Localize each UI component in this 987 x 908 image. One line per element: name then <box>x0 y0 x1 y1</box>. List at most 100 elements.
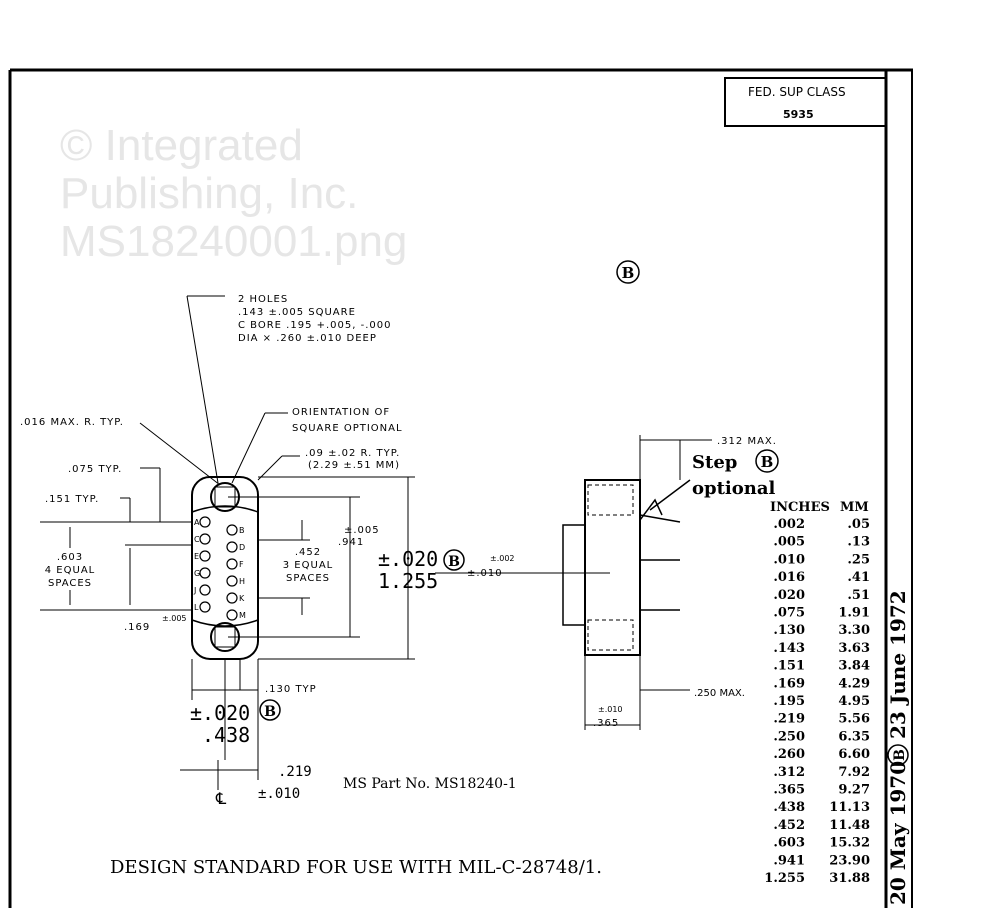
title-block-label: FED. SUP CLASS <box>748 85 846 99</box>
contact-cavity: M <box>226 609 246 621</box>
svg-text:.143 ±.005 SQUARE: .143 ±.005 SQUARE <box>238 307 356 318</box>
title-block-value: 5935 <box>783 108 814 121</box>
table-cell-mm: 3.63 <box>838 641 870 656</box>
svg-text:3 EQUAL: 3 EQUAL <box>283 560 333 571</box>
conversion-table: INCHES MM .002.05.005.13.010.25.016.41.0… <box>764 500 870 886</box>
svg-text:4 EQUAL: 4 EQUAL <box>45 565 95 576</box>
table-cell-mm: 6.60 <box>838 747 870 762</box>
svg-text:2 HOLES: 2 HOLES <box>238 294 288 305</box>
dim-941-tol: ±.005 <box>344 525 380 536</box>
table-cell-mm: .25 <box>847 552 870 567</box>
contact-label: F <box>239 560 244 569</box>
contact-label: L <box>194 603 199 612</box>
contact-cavity: L <box>194 601 211 613</box>
step-rev-mark: B <box>755 449 779 473</box>
step-label-1: Step <box>692 452 737 473</box>
contact-cavity: E <box>194 550 211 562</box>
dim-151: .151 TYP. <box>45 494 99 505</box>
contact-hole <box>226 592 238 604</box>
table-cell-mm: 23.90 <box>829 853 870 868</box>
contact-label: B <box>239 526 245 535</box>
contact-label: A <box>194 518 200 527</box>
table-cell-inches: .312 <box>773 765 805 780</box>
table-cell-inches: .151 <box>773 659 805 674</box>
table-cell-mm: 7.92 <box>838 765 870 780</box>
table-cell-inches: .169 <box>773 676 805 691</box>
table-cell-inches: 1.255 <box>764 871 805 886</box>
table-cell-inches: .452 <box>773 818 805 833</box>
dim-438-tol: ±.020 <box>190 701 250 725</box>
svg-text:B: B <box>448 554 460 570</box>
svg-text:.452: .452 <box>295 547 321 558</box>
dim-438-rev-mark: B <box>259 699 281 721</box>
table-cell-inches: .130 <box>773 623 805 638</box>
table-cell-mm: 9.27 <box>838 783 870 798</box>
contact-label: C <box>194 535 200 544</box>
connector-side-view <box>562 435 712 730</box>
dim-452: .452 3 EQUAL SPACES <box>283 547 333 584</box>
watermark-line: Publishing, Inc. <box>60 169 358 218</box>
contact-cavity: K <box>226 592 245 604</box>
contact-label: G <box>194 569 200 578</box>
connector-front-view <box>191 476 259 660</box>
dim-219: .219 <box>278 764 312 780</box>
contact-hole <box>226 524 238 536</box>
contact-hole <box>226 609 238 621</box>
table-cell-mm: 31.88 <box>829 871 870 886</box>
dim-365: .365 <box>593 718 619 729</box>
table-cell-inches: .603 <box>773 836 805 851</box>
dimension-lines <box>40 295 610 790</box>
dim-250: .250 MAX. <box>694 688 745 699</box>
dim-603: .603 4 EQUAL SPACES <box>45 552 95 589</box>
centerline-symbol: ℄ <box>215 789 227 808</box>
callout-radius-max: .016 MAX. R. TYP. <box>20 417 124 428</box>
dim-130: .130 TYP <box>265 684 317 695</box>
table-cell-mm: .41 <box>847 570 870 585</box>
table-header-mm: MM <box>840 500 869 515</box>
date-original: 20 May 1970 <box>886 761 910 905</box>
table-cell-inches: .260 <box>773 747 805 762</box>
contact-hole <box>199 584 211 596</box>
table-cell-inches: .016 <box>773 570 805 585</box>
contact-label: J <box>193 586 196 595</box>
svg-text:DIA × .260 ±.010 DEEP: DIA × .260 ±.010 DEEP <box>238 333 377 344</box>
contact-hole <box>199 516 211 528</box>
table-cell-inches: .941 <box>773 853 805 868</box>
contact-cavity: G <box>194 567 211 579</box>
contact-hole <box>199 533 211 545</box>
callout-orientation-1: ORIENTATION OF <box>292 407 390 418</box>
design-standard: DESIGN STANDARD FOR USE WITH MIL-C-28748… <box>110 857 602 878</box>
svg-text:C BORE .195 +.005, -.000: C BORE .195 +.005, -.000 <box>238 320 391 331</box>
contact-cavity: J <box>193 584 211 596</box>
svg-text:B: B <box>264 704 276 720</box>
side-tol: ±.002 <box>490 554 515 563</box>
contact-label: M <box>239 611 246 620</box>
dim-169: .169 <box>124 622 150 633</box>
table-cell-inches: .005 <box>773 535 805 550</box>
table-cell-inches: .195 <box>773 694 805 709</box>
dim-1255-rev-mark: B <box>443 549 465 571</box>
contact-label: K <box>239 594 245 603</box>
sheet-frame <box>8 68 913 908</box>
dim-365-tol: ±.010 <box>598 705 623 714</box>
contact-hole <box>199 601 211 613</box>
svg-text:SPACES: SPACES <box>286 573 330 584</box>
date-rev-mark: B <box>892 749 908 761</box>
table-cell-mm: .13 <box>847 535 870 550</box>
table-cell-inches: .250 <box>773 729 805 744</box>
dim-941: .941 <box>338 537 364 548</box>
table-cell-mm: 3.30 <box>838 623 870 638</box>
table-cell-mm: 11.48 <box>829 818 870 833</box>
callout-orientation-2: SQUARE OPTIONAL <box>292 423 403 434</box>
dim-312: .312 MAX. <box>717 436 777 447</box>
contact-cavity: F <box>226 558 244 570</box>
contact-cavity: H <box>226 575 245 587</box>
revision-mark: B <box>616 260 640 284</box>
table-cell-mm: 1.91 <box>838 606 870 621</box>
contact-hole <box>199 550 211 562</box>
contact-hole <box>199 567 211 579</box>
table-cell-mm: 6.35 <box>838 729 870 744</box>
svg-text:B: B <box>622 264 635 282</box>
